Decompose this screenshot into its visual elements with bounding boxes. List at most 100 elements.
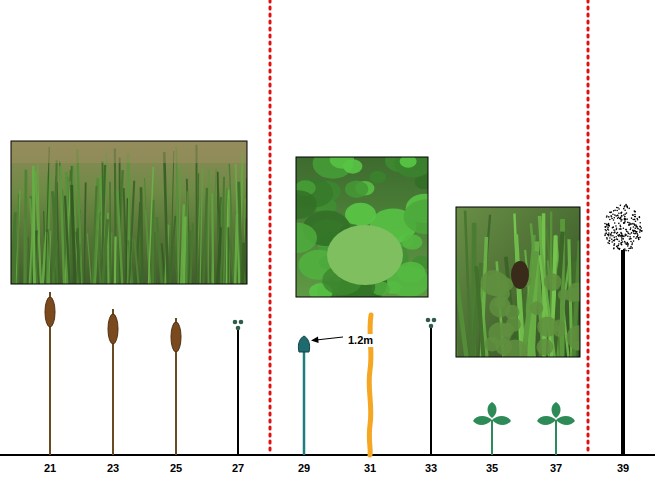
crown-dot <box>613 240 615 242</box>
crown-dot <box>639 226 641 228</box>
crown-dot <box>628 250 630 252</box>
leaf-blade <box>465 211 471 357</box>
crown-dot <box>633 240 635 242</box>
crown-dot <box>636 236 638 238</box>
crown-dot <box>630 241 632 243</box>
crown-dot <box>616 238 618 240</box>
crown-dot <box>621 239 623 241</box>
crown-dot <box>624 218 626 220</box>
crown-dot <box>630 246 632 248</box>
crown-dot <box>636 226 638 228</box>
reed-blade <box>114 148 117 284</box>
crown-dot <box>616 229 618 231</box>
crown-dot <box>625 229 627 231</box>
crown-dot <box>628 224 630 226</box>
reed-blade <box>126 198 127 284</box>
leaf-blob <box>568 282 580 301</box>
crown-dot <box>612 227 614 229</box>
crown-dot <box>605 232 607 234</box>
reed-photo <box>11 141 247 284</box>
station-number: 21 <box>44 462 56 475</box>
crown-dot <box>635 226 637 228</box>
crown-dot <box>606 224 608 226</box>
leader-line <box>316 337 343 340</box>
leaf <box>492 416 511 425</box>
crown-dot <box>624 209 626 211</box>
crown-dot <box>634 230 636 232</box>
crown-dot <box>607 234 609 236</box>
reed-blade <box>229 235 234 284</box>
seedling <box>473 402 511 455</box>
leaf-blob <box>296 190 317 219</box>
crown-dot <box>608 225 610 227</box>
reed-blade <box>224 189 227 284</box>
crown-dot <box>639 216 641 218</box>
reed-blade <box>208 169 209 284</box>
crown-dot <box>631 242 633 244</box>
crown-dot <box>620 220 622 222</box>
reed-blade <box>184 216 186 284</box>
crown-dot <box>616 207 618 209</box>
crown-dot <box>635 220 637 222</box>
crown-dot <box>608 240 610 242</box>
crown-dot <box>620 226 622 228</box>
crown-dot <box>636 233 638 235</box>
crown-dot <box>624 205 626 207</box>
crown-dot <box>613 210 615 212</box>
crown-dot <box>632 214 634 216</box>
crown-dot <box>639 225 641 227</box>
crown-dot <box>621 236 623 238</box>
crown-dot <box>629 247 631 249</box>
reed-blade <box>229 164 234 284</box>
crown-dot <box>639 237 641 239</box>
reed-blade <box>211 193 214 284</box>
crown-dot <box>629 233 631 235</box>
cattail-stem <box>175 336 177 455</box>
crown-dot <box>635 216 637 218</box>
crown-dot <box>637 236 639 238</box>
crown-dot <box>620 243 622 245</box>
crown-dot <box>615 215 617 217</box>
crown-dot <box>608 225 610 227</box>
reed-blade <box>124 188 127 284</box>
photo-frame <box>11 141 247 284</box>
crown-dot <box>623 222 625 224</box>
station-number: 35 <box>486 462 498 475</box>
reed-blade <box>203 188 207 284</box>
crown-dot <box>609 237 611 239</box>
crown-dot <box>620 228 622 230</box>
reed-blade <box>84 182 86 284</box>
crown-dot <box>608 229 610 231</box>
crown-dot <box>632 214 634 216</box>
crown-dot <box>619 249 621 251</box>
crown-dot <box>609 240 611 242</box>
zone-divider <box>269 0 272 455</box>
crown-dot <box>617 234 619 236</box>
leaf <box>552 402 561 418</box>
crown-dot <box>627 245 629 247</box>
crown-dot <box>606 224 608 226</box>
leaf-blob <box>502 339 527 357</box>
reed-blade <box>218 210 221 284</box>
trefoil-dot <box>432 318 437 323</box>
leaf-blob <box>404 199 428 234</box>
leaf <box>473 416 492 425</box>
reed-blade <box>227 227 229 284</box>
crown-dot <box>608 223 610 225</box>
crown-dot <box>612 213 614 215</box>
crown-dot <box>624 248 626 250</box>
reed-blade <box>11 212 15 284</box>
crown-dot <box>634 216 636 218</box>
crown-dot <box>627 235 629 237</box>
crown-dot <box>616 246 618 248</box>
leaf-blob <box>400 157 417 168</box>
crown-dot <box>620 216 622 218</box>
crown-dot <box>636 218 638 220</box>
trefoil-dot <box>429 324 434 329</box>
crown-dot <box>620 212 622 214</box>
crown-dot <box>622 235 624 237</box>
crown-dot <box>608 216 610 218</box>
reed-blade <box>24 170 27 284</box>
reed-blade <box>235 214 237 284</box>
